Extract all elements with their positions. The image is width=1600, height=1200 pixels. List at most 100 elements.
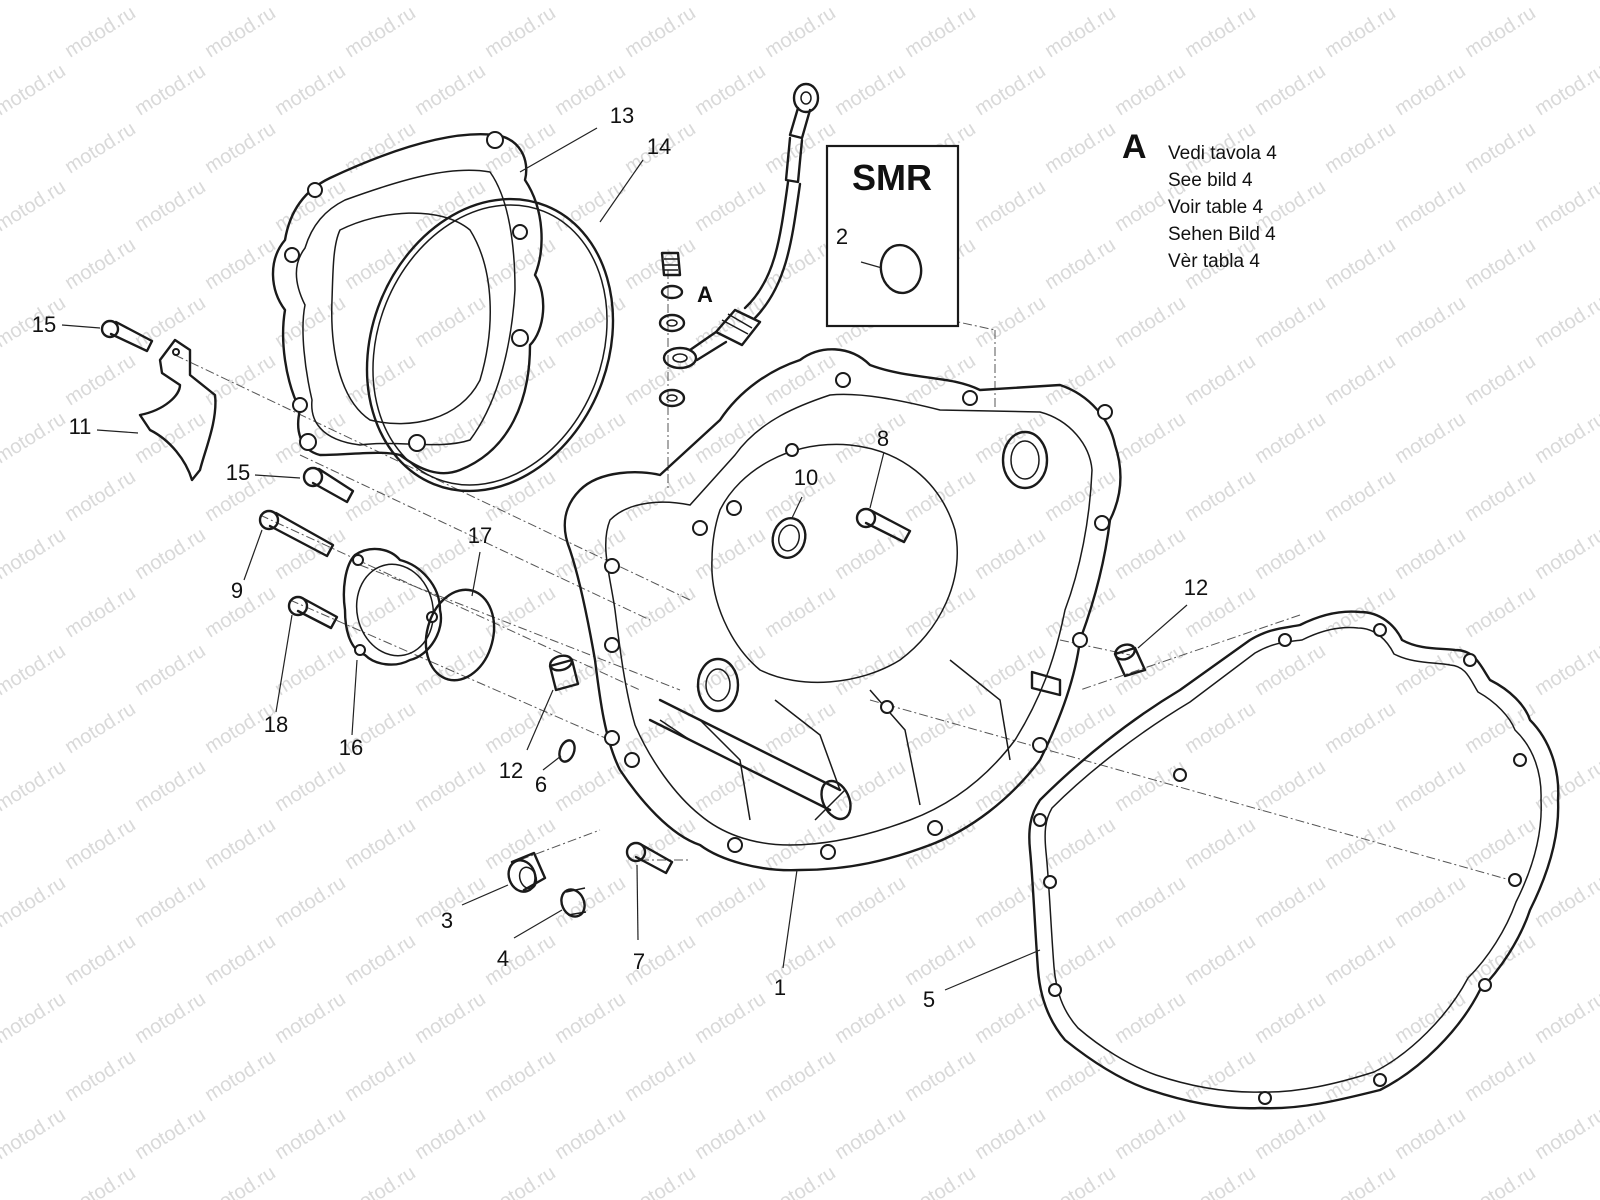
dowel-part-12-right [1113,643,1147,678]
watermark-text: motod.ru [621,2,700,62]
watermark-text: motod.ru [1531,292,1600,352]
watermark-text: motod.ru [1461,118,1540,178]
callout-3: 3 [441,908,453,933]
watermark-text: motod.ru [201,1046,280,1106]
watermark-text: motod.ru [0,872,70,932]
watermark-text: motod.ru [971,0,1050,4]
callout-8: 8 [877,426,889,451]
watermark-text: motod.ru [61,2,140,62]
watermark-text: motod.ru [131,872,210,932]
watermark-text: motod.ru [761,2,840,62]
watermark-text: motod.ru [411,60,490,120]
watermark-text: motod.ru [1461,466,1540,526]
watermark-text: motod.ru [1531,872,1600,932]
watermark-text: motod.ru [61,1046,140,1106]
watermark-text: motod.ru [1461,1046,1540,1106]
callout-9: 9 [231,578,243,603]
callouts: 13 14 15 11 15 9 18 16 17 12 6 3 4 7 1 5… [32,103,1208,1012]
callout-11: 11 [69,414,92,439]
watermark-text: motod.ru [1251,872,1330,932]
watermark-text: motod.ru [621,698,700,758]
smr-title: SMR [852,157,932,198]
watermark-text: motod.ru [691,872,770,932]
watermark-text: motod.ru [131,640,210,700]
watermark-text: motod.ru [1181,1162,1260,1200]
watermark-text: motod.ru [1111,60,1190,120]
watermark-text: motod.ru [691,756,770,816]
watermark-text: motod.ru [411,292,490,352]
watermark-text: motod.ru [901,930,980,990]
watermark-text: motod.ru [271,0,350,4]
watermark-text: motod.ru [131,60,210,120]
watermark-text: motod.ru [551,292,630,352]
watermark-text: motod.ru [1321,2,1400,62]
watermark-text: motod.ru [481,350,560,410]
watermark-text: motod.ru [551,988,630,1048]
watermark-text: motod.ru [1181,930,1260,990]
watermark-text: motod.ru [1181,1046,1260,1106]
watermark-text: motod.ru [1181,814,1260,874]
watermark-text: motod.ru [1041,466,1120,526]
note-line: Voir table 4 [1168,197,1263,218]
watermark-text: motod.ru [271,60,350,120]
watermark-text: motod.ru [61,466,140,526]
watermark-text: motod.ru [691,0,770,4]
watermark-text: motod.ru [61,814,140,874]
watermark-text: motod.ru [271,1104,350,1164]
watermark-text: motod.ru [1111,0,1190,4]
watermark-text: motod.ru [1321,350,1400,410]
watermark-text: motod.ru [0,0,70,4]
watermark-text: motod.ru [1391,0,1470,4]
leader-lines [61,127,1188,991]
watermark-text: motod.ru [1321,698,1400,758]
watermark-text: motod.ru [1531,524,1600,584]
watermark-text: motod.ru [481,466,560,526]
watermark-text: motod.ru [341,466,420,526]
watermark-text: motod.ru [761,1046,840,1106]
watermark-text: motod.ru [551,524,630,584]
note-line: Vèr tabla 4 [1168,251,1260,272]
watermark-text: motod.ru [1041,118,1120,178]
callout-4: 4 [497,946,509,971]
callout-12: 12 [1184,575,1208,600]
watermark-text: motod.ru [1461,2,1540,62]
oring-part-17 [424,588,496,682]
smr-box: SMR [825,144,960,328]
watermark-text: motod.ru [201,350,280,410]
watermark-text: motod.ru [1041,2,1120,62]
watermark-text: motod.ru [201,930,280,990]
breather-hose-assembly [658,82,820,408]
watermark-text: motod.ru [481,814,560,874]
callout-10: 10 [794,465,818,490]
watermark-text: motod.ru [621,1162,700,1200]
watermark-text: motod.ru [901,1162,980,1200]
watermark-text: motod.ru [1111,524,1190,584]
watermark-text: motod.ru [1251,0,1330,4]
clip-part-4 [560,887,587,918]
watermark-text: motod.ru [1181,466,1260,526]
screw-part-9 [258,509,335,558]
watermark-text: motod.ru [971,1104,1050,1164]
watermark-text: motod.ru [481,1162,560,1200]
watermark-text: motod.ru [551,0,630,4]
callout-7: 7 [633,949,645,974]
watermark-text: motod.ru [901,1046,980,1106]
watermark-text: motod.ru [901,466,980,526]
watermark-text: motod.ru [971,176,1050,236]
watermark-text: motod.ru [621,1046,700,1106]
watermark-text: motod.ru [481,930,560,990]
watermark-text: motod.ru [0,1104,70,1164]
watermark-text: motod.ru [61,118,140,178]
watermark-text: motod.ru [901,698,980,758]
watermark-text: motod.ru [1251,524,1330,584]
callout-17: 17 [468,523,492,548]
watermark-text: motod.ru [201,814,280,874]
watermark-text: motod.ru [761,930,840,990]
watermark-text: motod.ru [831,524,910,584]
bracket-part-11 [138,338,217,482]
callout-15: 15 [226,460,250,485]
watermark-text: motod.ru [1111,988,1190,1048]
watermark-text: motod.ru [481,698,560,758]
watermark-text: motod.ru [0,640,70,700]
watermark-text: motod.ru [201,2,280,62]
